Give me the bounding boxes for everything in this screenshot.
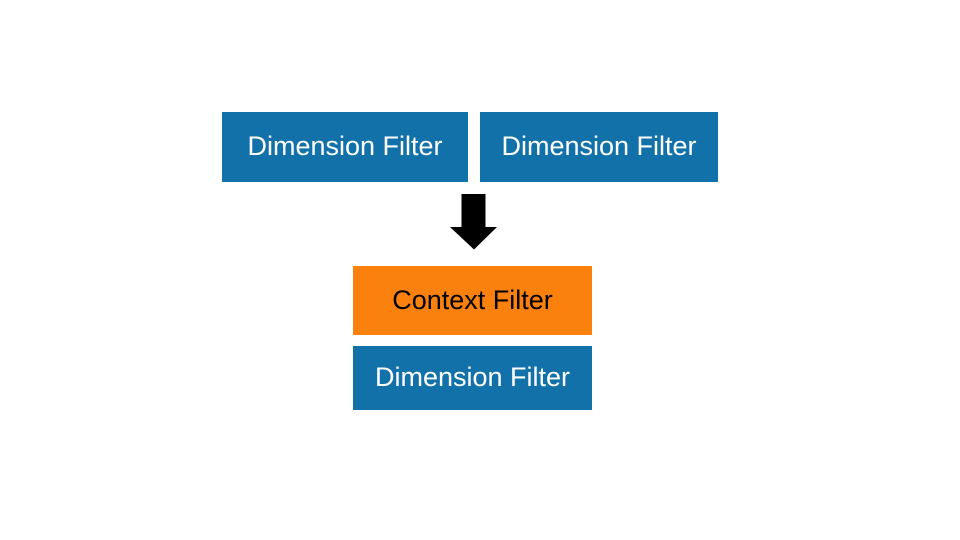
- arrow-down-icon: [448, 194, 500, 252]
- node-dimension-filter-bottom[interactable]: Dimension Filter: [353, 346, 592, 410]
- node-label: Dimension Filter: [501, 131, 697, 162]
- arrow-down-glyph: [450, 194, 497, 250]
- node-dimension-filter-top-right[interactable]: Dimension Filter: [480, 112, 718, 182]
- node-label: Dimension Filter: [374, 362, 571, 393]
- node-dimension-filter-top-left[interactable]: Dimension Filter: [222, 112, 468, 182]
- node-context-filter[interactable]: Context Filter: [353, 266, 592, 335]
- node-label: Context Filter: [392, 284, 553, 315]
- node-label: Dimension Filter: [247, 131, 443, 162]
